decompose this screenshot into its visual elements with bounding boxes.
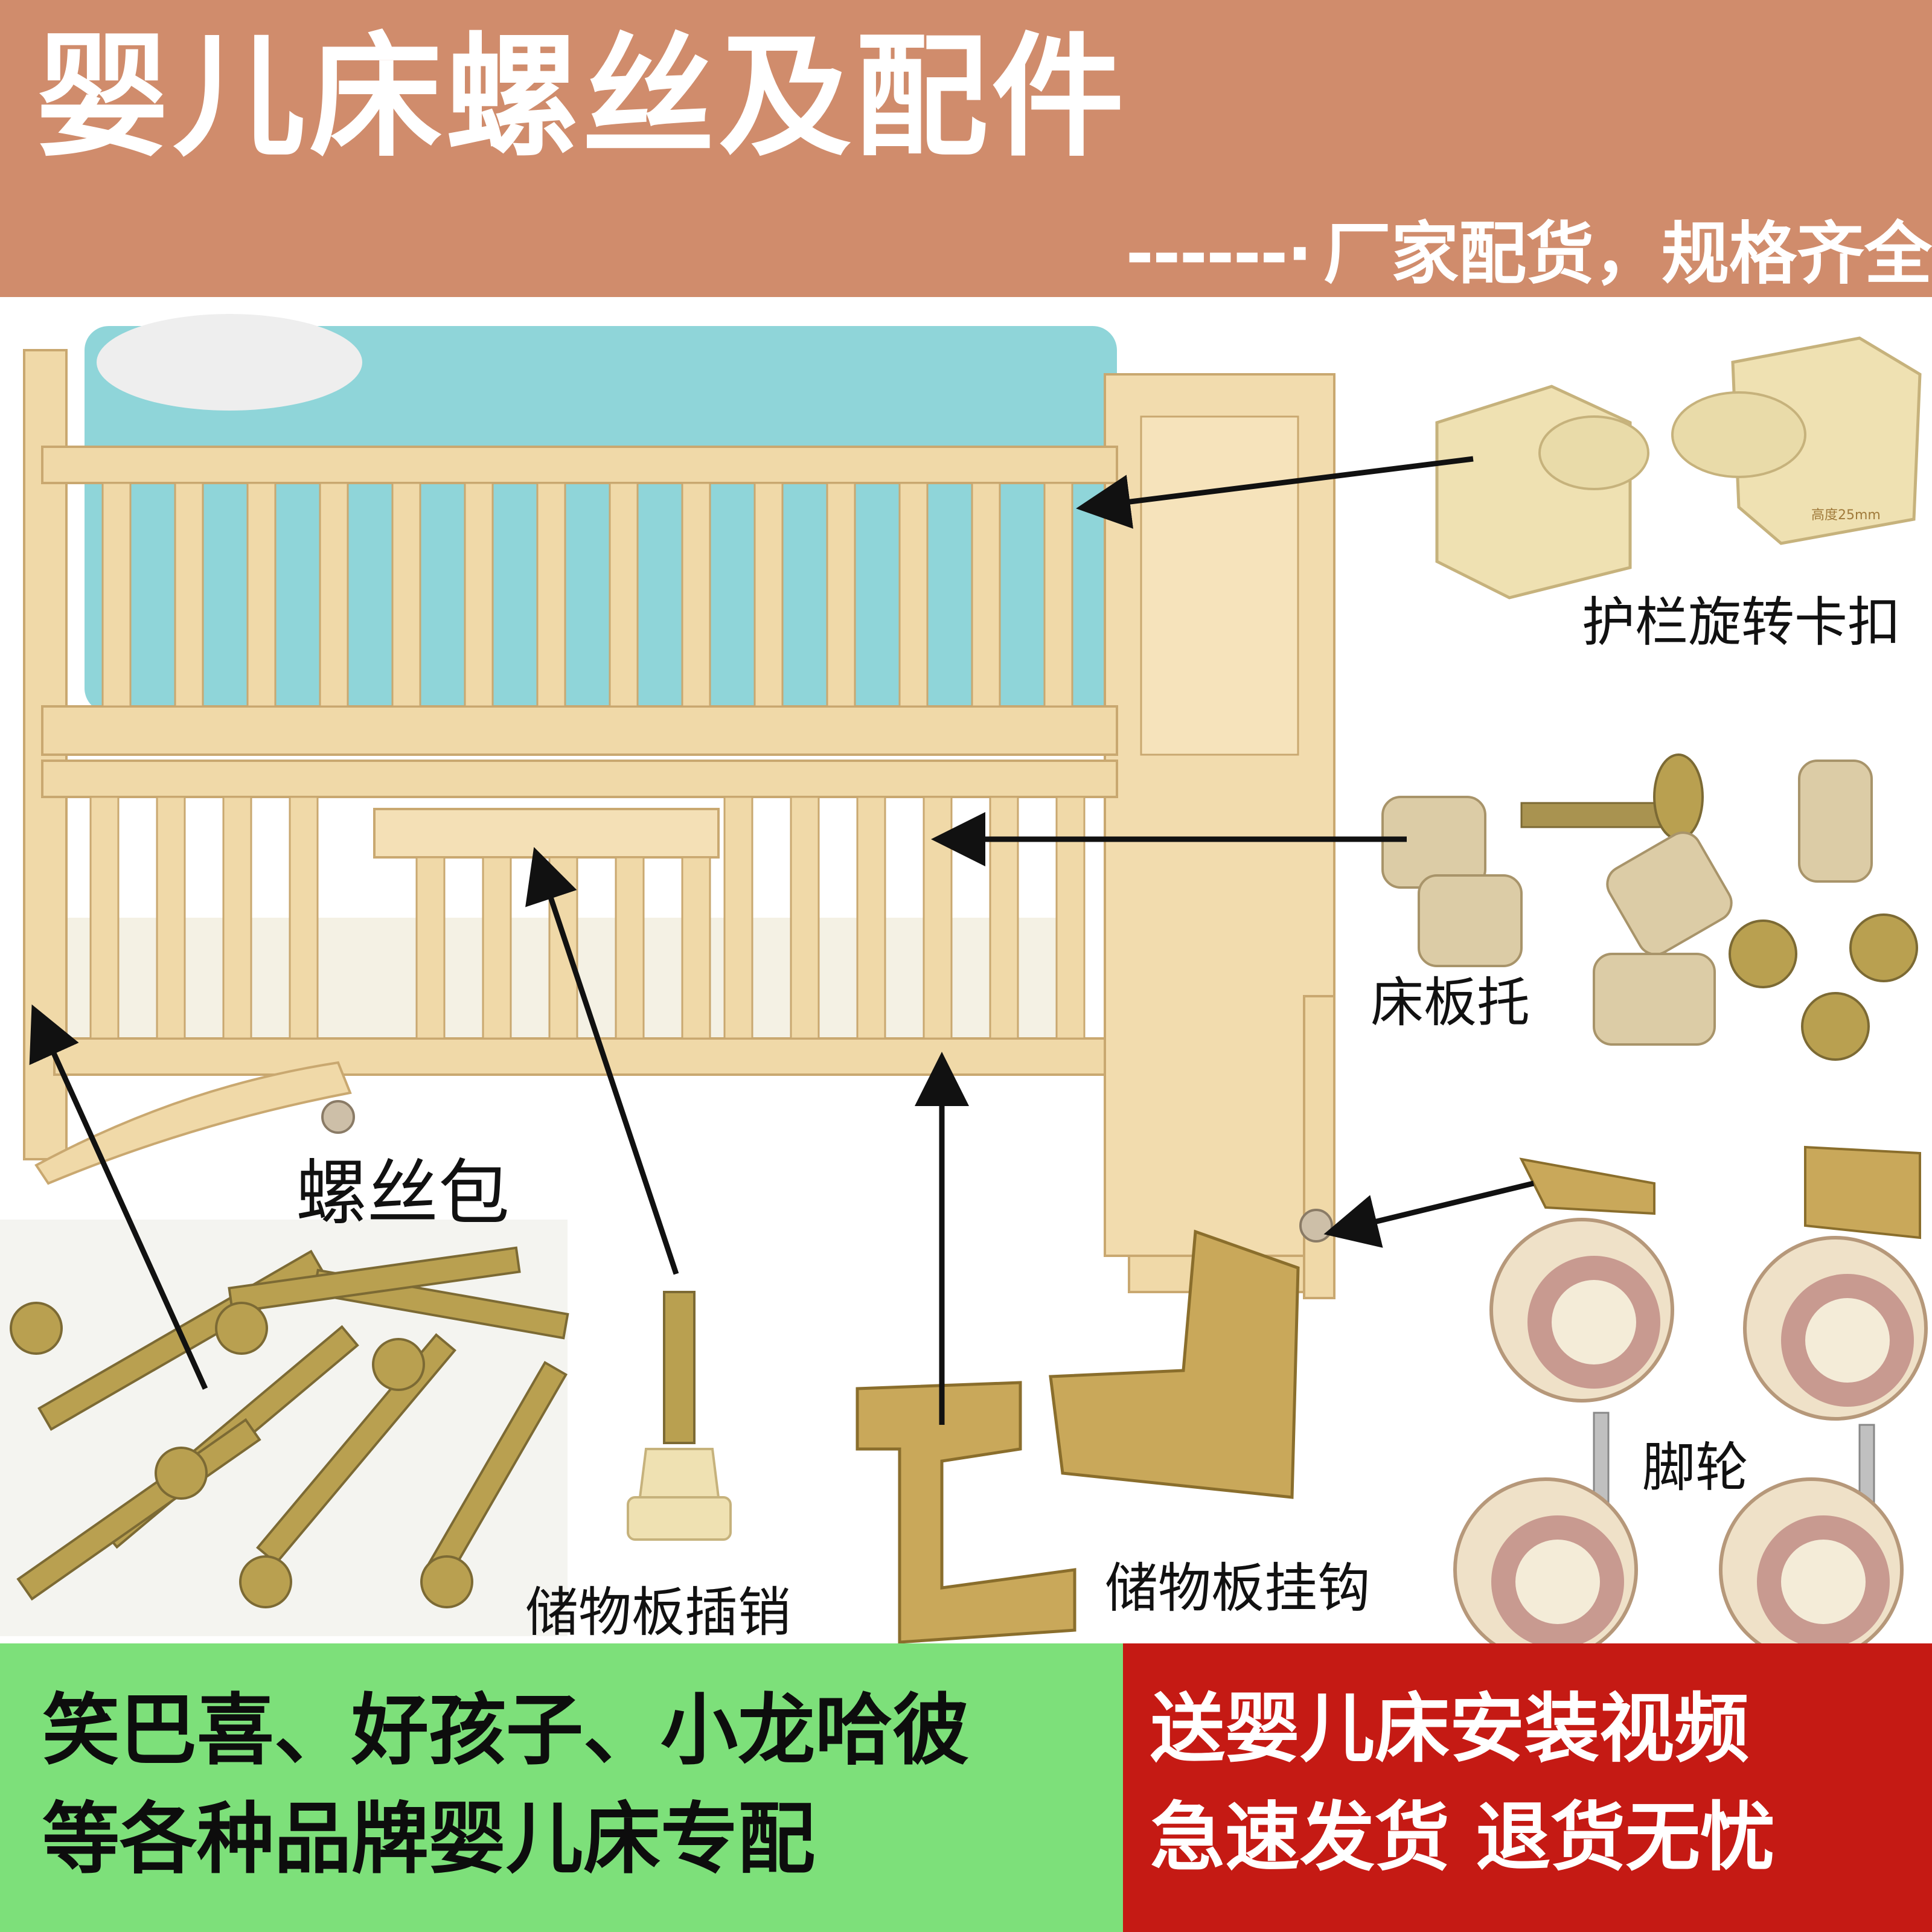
arrow-storage-pin xyxy=(525,846,679,1275)
crib-top-rail xyxy=(41,446,1118,484)
crib-right-leg xyxy=(1303,995,1335,1299)
label-storage-pin: 储物板插销 xyxy=(525,1581,792,1643)
header-banner xyxy=(0,0,1932,297)
crib-caster xyxy=(1299,1209,1333,1243)
subtitle-dashes: ------· xyxy=(1125,215,1313,293)
storage-hook-2 xyxy=(1049,1229,1300,1499)
bed-board-support-image xyxy=(1381,753,1918,1061)
brand-compatibility-banner xyxy=(0,1643,1123,1932)
crib-bottom-rail xyxy=(53,1037,1106,1076)
storage-pin-image xyxy=(627,1291,732,1541)
storage-hook-1 xyxy=(856,1381,1076,1643)
support-screw-head-2 xyxy=(1729,920,1797,988)
support-sleeve-1 xyxy=(1381,796,1486,889)
storage-pin-base xyxy=(627,1496,732,1541)
support-screw-head-4 xyxy=(1801,992,1870,1061)
screw-pack-image xyxy=(0,1220,569,1636)
crib-mid-rail xyxy=(41,705,1118,756)
crib-canopy xyxy=(97,314,362,411)
support-screw-head-1 xyxy=(1653,753,1704,840)
subtitle-text: 厂家配货，规格齐全 xyxy=(1323,215,1932,293)
brand-compatibility-line-1: 笑巴喜、好孩子、小龙哈彼 xyxy=(42,1686,970,1776)
support-sleeve-4 xyxy=(1593,953,1716,1046)
crib-gate-slats xyxy=(415,856,711,1040)
callout-arrows xyxy=(29,456,1535,1425)
crib-caster-left xyxy=(321,1100,355,1134)
rail-clip-image: 高度25mm xyxy=(1435,336,1922,600)
service-promise-line-1: 送婴儿床安装视频 xyxy=(1150,1686,1750,1773)
crib-upper-slats xyxy=(101,482,1073,708)
service-promise-line-2: 急速发货 退货无忧 xyxy=(1150,1794,1776,1881)
rail-clip-left-flange xyxy=(1538,415,1649,490)
label-bed-board-support: 床板托 xyxy=(1371,971,1531,1034)
arrow-screw-pack xyxy=(29,1004,208,1390)
caster-1 xyxy=(1489,1157,1674,1403)
storage-pin-knob xyxy=(638,1448,720,1499)
arrow-casters xyxy=(1323,1180,1535,1248)
casters-image xyxy=(1453,1145,1928,1643)
rail-clip-dimension: 高度25mm xyxy=(1811,508,1881,523)
arrow-rail-clip xyxy=(1076,456,1474,529)
label-screw-pack: 螺丝包 xyxy=(296,1151,510,1235)
label-storage-hook: 储物板挂钩 xyxy=(1105,1557,1371,1619)
caster-3 xyxy=(1453,1412,1638,1643)
brand-compatibility-line-2: 等各种品牌婴儿床专配 xyxy=(42,1794,816,1884)
crib-headboard-panel xyxy=(1140,415,1299,756)
caster-2 xyxy=(1743,1145,1928,1421)
service-promise-banner xyxy=(1123,1643,1932,1932)
crib-lower-slats xyxy=(89,796,1086,1040)
storage-pin-spring xyxy=(663,1291,696,1444)
support-screw-head-3 xyxy=(1849,913,1918,982)
crib-image xyxy=(23,314,1335,1299)
crib-storage-gate xyxy=(373,808,720,859)
label-casters: 脚轮 xyxy=(1642,1436,1749,1499)
rail-clip-right-flange xyxy=(1671,391,1806,478)
support-screw-1 xyxy=(1520,802,1674,828)
crib-rocker xyxy=(34,1061,352,1185)
support-sleeve-5 xyxy=(1798,760,1873,883)
label-rail-clip: 护栏旋转卡扣 xyxy=(1582,591,1901,653)
caster-4 xyxy=(1719,1424,1904,1643)
storage-hook-image xyxy=(856,1229,1300,1643)
support-sleeve-3 xyxy=(1606,831,1733,956)
support-sleeve-2 xyxy=(1418,874,1523,967)
page-title: 婴儿床螺丝及配件 xyxy=(36,20,1128,174)
product-illustration: 高度25mm xyxy=(0,314,1928,1643)
page-subtitle: ------·厂家配货，规格齐全 xyxy=(1126,199,1932,297)
crib-lower-rail xyxy=(41,760,1118,798)
rail-clip-right xyxy=(1731,336,1922,545)
